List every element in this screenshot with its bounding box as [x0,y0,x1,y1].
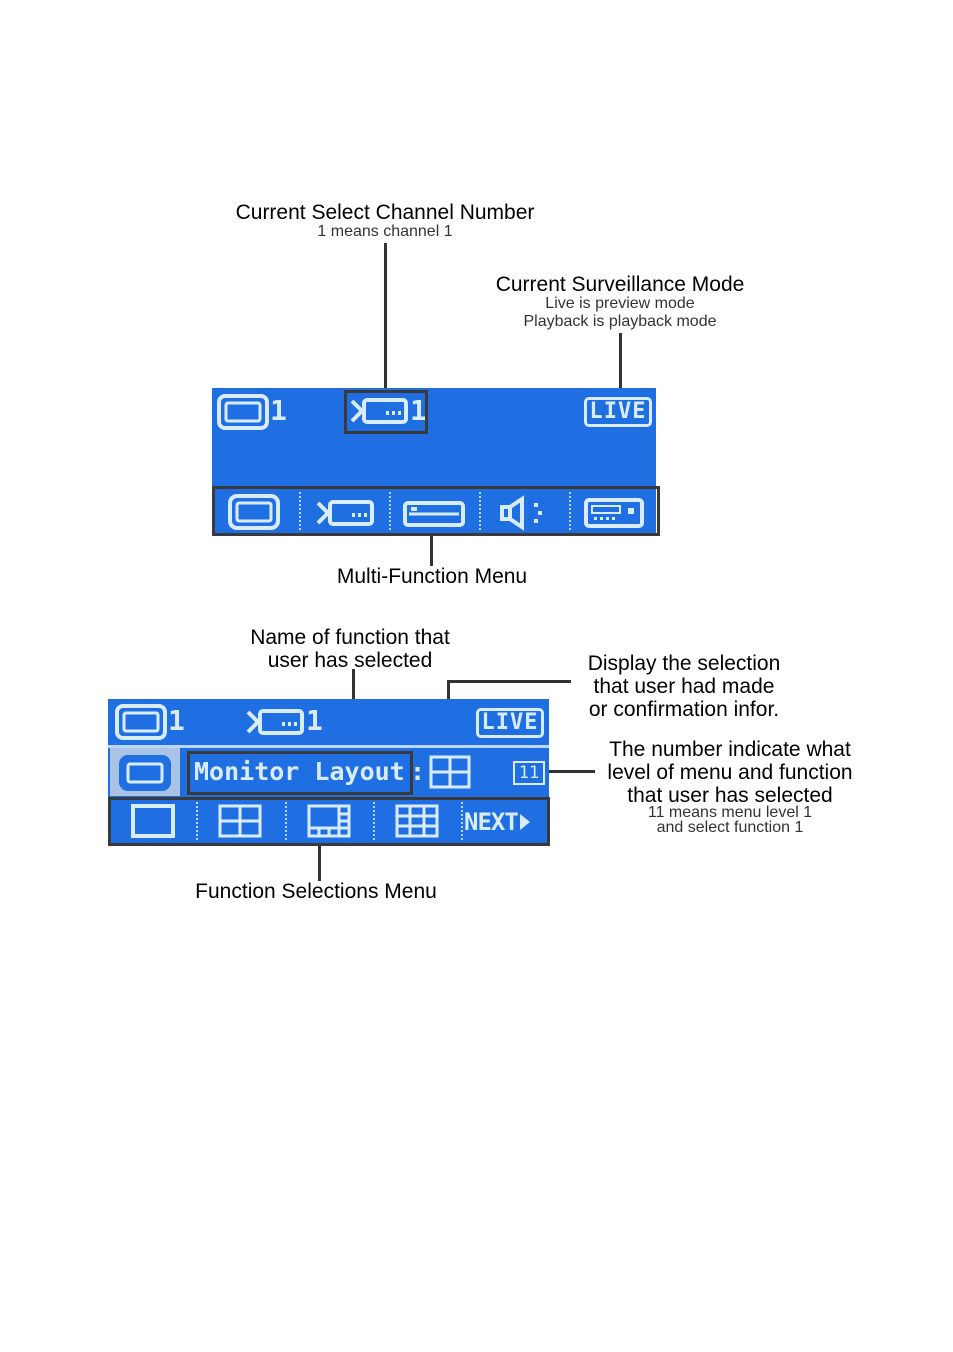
next-button[interactable]: NEXT [464,806,546,838]
remote-icon[interactable] [584,498,644,528]
status-divider [108,745,549,748]
speaker-icon[interactable] [500,495,548,531]
camera-status-icon [246,709,304,735]
monitor-status-icon [115,704,167,740]
display-callout-line3: or confirmation infor. [588,698,780,721]
nine-layout-icon[interactable] [395,804,439,838]
channel-callout-sub: 1 means channel 1 [317,223,453,240]
next-arrow-icon [519,814,530,830]
menu-separator [389,492,391,530]
name-callout-line1: Name of function that [250,626,450,649]
menu-separator [569,492,571,530]
multi-function-menu-frame [212,486,660,536]
function-selection-menu-frame [108,797,550,846]
quad-layout-selection-icon [429,755,471,789]
camera-icon[interactable] [316,499,374,527]
function-name: Monitor Layout [194,757,405,786]
menu-leader [430,536,433,566]
display-callout-line1: Display the selection [587,652,781,675]
channel-leader [384,243,387,390]
level-leader [549,770,595,773]
level-callout-sub1: 11 means menu level 1 [647,804,813,821]
dvr-icon[interactable] [403,501,465,527]
menu-separator [196,802,198,840]
channel-highlight-frame [344,390,428,434]
mode-callout-title: Current Surveillance Mode [495,273,745,296]
selections-callout-title: Function Selections Menu [195,880,437,903]
single-layout-icon[interactable] [131,804,175,838]
mode-leader [619,333,622,395]
mode-callout-sub2: Playback is playback mode [523,313,717,330]
display-leader-h [447,680,571,683]
function-name-frame [187,751,413,795]
camera-status-icon [350,398,408,424]
menu-separator [461,802,463,840]
menu-separator [299,492,301,530]
multi-layout-icon[interactable] [307,804,351,838]
mode-callout-sub1: Live is preview mode [545,295,695,312]
display-callout-line2: that user had made [593,675,775,698]
selections-leader [318,846,321,881]
monitor-icon[interactable] [228,494,280,530]
level-code: 11 [518,762,540,783]
channel-status-number: 1 [410,394,427,427]
level-callout-line3: that user has selected [627,784,833,807]
monitor-status-number: 1 [168,704,185,737]
monitor-status-number: 1 [270,394,287,427]
monitor-status-icon [217,394,269,430]
mode-badge-label: LIVE [589,399,647,424]
mode-badge: LIVE [476,708,544,738]
menu-separator [479,492,481,530]
menu-separator [285,802,287,840]
menu-separator [373,802,375,840]
quad-layout-icon[interactable] [218,804,262,838]
top-screen-panel [212,388,656,536]
channel-callout-title: Current Select Channel Number [235,201,535,224]
channel-status-number: 1 [306,704,323,737]
level-callout-line1: The number indicate what [609,738,851,761]
function-separator: : [410,757,426,786]
next-button-label: NEXT [464,808,519,836]
level-callout-sub2: and select function 1 [656,819,804,836]
mode-badge-label: LIVE [481,710,539,735]
bottom-screen-panel [108,699,549,846]
mode-badge: LIVE [584,397,652,427]
name-callout-line2: user has selected [267,649,433,672]
menu-callout-title: Multi-Function Menu [336,565,528,588]
level-code-box: 11 [513,761,545,785]
monitor-icon [119,755,171,791]
level-callout-line2: level of menu and function [607,761,853,784]
